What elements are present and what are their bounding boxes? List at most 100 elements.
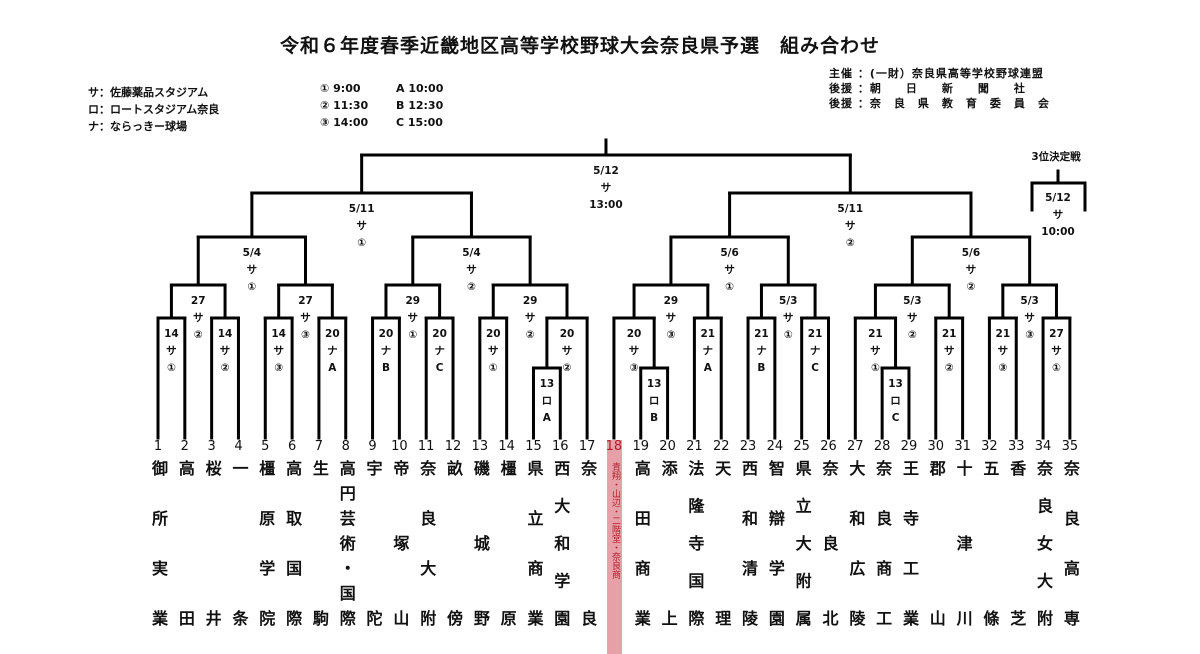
team-number: 16 [552, 439, 569, 454]
team-number: 26 [820, 439, 837, 454]
match-label-m32-line: ② [966, 281, 976, 293]
match-label-m8-line: ナ [380, 345, 392, 357]
time-1: ① 9:00 [320, 82, 361, 95]
team-name: 五條 [980, 460, 1000, 626]
match-label-m17-line: ロ [648, 395, 660, 407]
match-label-m16-line: ① [357, 237, 367, 249]
match-label-m10-line: 29 [405, 295, 421, 307]
match-label-m30-line: サ [1051, 345, 1062, 357]
team-name: 一条 [229, 460, 249, 626]
match-label-m23-line: ① [783, 329, 793, 341]
match-label-m29-line: ③ [998, 362, 1008, 374]
team-number: 21 [686, 439, 703, 454]
match-label-m19-line: ナ [702, 345, 714, 357]
match-label-m24-line: 5/6 [720, 247, 739, 259]
match-label-m21-line: B [757, 362, 766, 374]
match-label-m20-line: 29 [663, 295, 679, 307]
match-label-m12-line: A [542, 412, 551, 424]
match-label-m22-line: ナ [809, 345, 821, 357]
match-label-m12-line: 13 [539, 378, 555, 390]
time-a: A 10:00 [396, 82, 444, 95]
team-name: 奈良女大附 [1034, 460, 1054, 626]
team-number: 32 [981, 439, 998, 454]
team-number: 4 [234, 439, 243, 454]
team-name: 帝塚山 [390, 460, 410, 626]
match-label-m14-line: サ [524, 312, 536, 324]
team-number: 12 [444, 439, 462, 454]
match-label-m8-line: 20 [378, 328, 394, 340]
match-label-m12-line: ロ [541, 395, 553, 407]
time-b: B 12:30 [396, 99, 444, 112]
time-legend-numbered: ① 9:00 ② 11:30 ③ 14:00 [320, 80, 368, 131]
match-label-m27-line: サ [943, 345, 955, 357]
match-label-m4-line: サ [273, 345, 284, 357]
match-label-m9-line: C [435, 362, 444, 374]
match-label-m20-line: サ [665, 312, 677, 324]
title-text: 令和６年度春季近畿地区高等学校野球大会奈良県予選 組み合わせ [279, 35, 880, 57]
match-label-m33-line: ② [845, 237, 855, 249]
match-label-m6-line: ③ [301, 329, 310, 341]
match-label-m18-line: 20 [626, 328, 642, 340]
match-label-m9-line: ナ [434, 345, 445, 357]
team-name: 県立商業 [524, 460, 544, 626]
team-name: 大和広陵 [846, 460, 866, 626]
team-number: 3 [207, 439, 216, 454]
match-label-m27-line: 21 [941, 328, 957, 340]
team-number: 29 [900, 439, 918, 454]
match-label-m22-line: C [811, 362, 819, 374]
match-label-m5-line: 20 [325, 328, 340, 340]
team-number: 27 [847, 439, 864, 454]
match-label-m8-line: B [381, 362, 390, 374]
match-label-m22-line: 21 [807, 328, 823, 340]
team-name: 高円芸術・国際 [336, 460, 356, 626]
team-number: 33 [1007, 439, 1025, 454]
match-label-m3-line: 27 [190, 295, 206, 307]
organizer-host: 主催 ：(一財）奈良県高等学校野球連盟 [829, 67, 1044, 80]
team-number: 13 [471, 439, 489, 454]
page-title: 令和６年度春季近畿地区高等学校野球大会奈良県予選 組み合わせ [0, 31, 1200, 58]
organizer-sponsor-1: 後援 ：朝 日 新 聞 社 [829, 82, 1026, 95]
match-label-m9-line: 20 [432, 328, 447, 340]
match-label-m25-line: C [891, 412, 900, 424]
match-label-m24-line: サ [724, 264, 735, 276]
match-label-m34-line: 5/12 [593, 165, 619, 177]
team-name: 郡山 [926, 460, 946, 626]
team-number: 15 [525, 439, 542, 454]
team-name: 十津川 [953, 460, 973, 626]
match-label-m29-line: 21 [995, 328, 1011, 340]
venue-sa: サ：佐藤薬品スタジアム [88, 86, 209, 99]
match-label-m1-line: サ [166, 345, 177, 357]
third-place-label-line: 10:00 [1041, 226, 1075, 238]
team-name: 生駒 [309, 460, 329, 626]
team-name: 高田 [175, 460, 195, 626]
organizer-sponsor-2: 後援 ：奈 良 県 教 育 委 員 会 [829, 97, 1050, 110]
match-label-m14-line: 29 [522, 295, 538, 307]
match-label-m3-line: サ [192, 312, 204, 324]
match-label-m7-line: サ [246, 264, 258, 276]
team-name: 畝傍 [444, 460, 464, 626]
time-legend-lettered: A 10:00 B 12:30 C 15:00 [396, 80, 443, 131]
match-label-m11-line: サ [488, 345, 499, 357]
match-label-m32-line: 5/6 [961, 247, 981, 259]
team-number: 25 [793, 439, 810, 454]
team-name: 橿原 [497, 460, 517, 626]
time-c: C 15:00 [396, 116, 443, 129]
team-name: 橿原学院 [256, 460, 276, 626]
team-name: 天理 [712, 460, 732, 626]
match-label-m25-line: 13 [888, 378, 903, 390]
team-number: 11 [417, 439, 435, 454]
